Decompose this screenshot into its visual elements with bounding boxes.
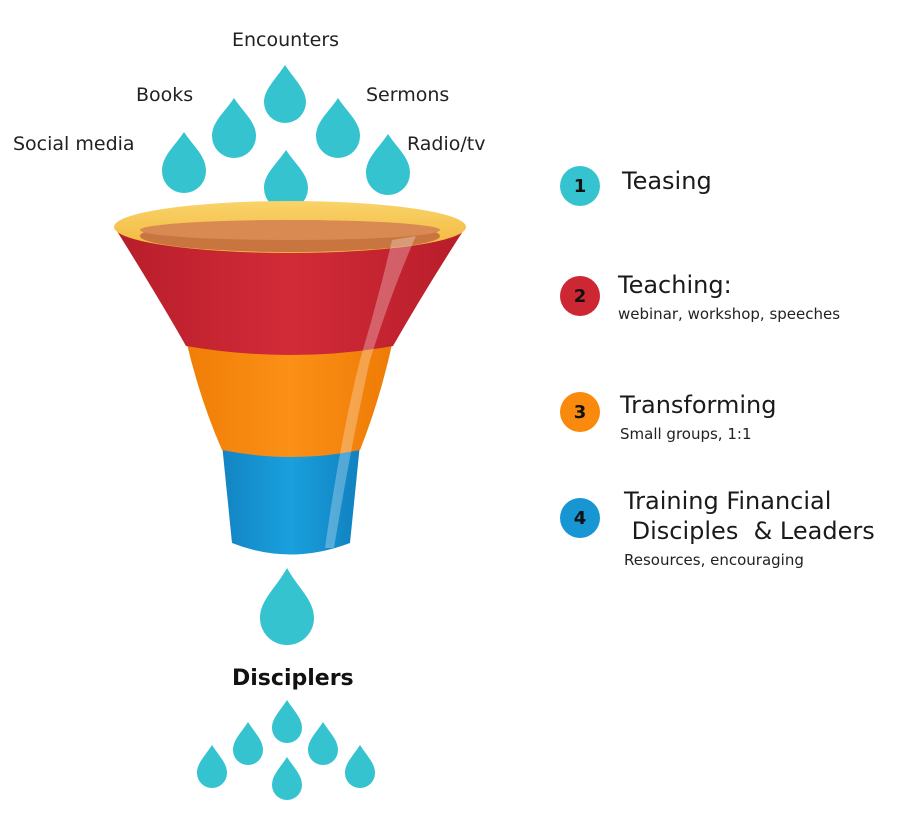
step-number-badge: 4	[560, 498, 600, 538]
source-label-books: Books	[136, 84, 194, 106]
output-label-disciplers: Disciplers	[232, 666, 354, 691]
step-4: 4 Training Financial Disciples & Leaders…	[560, 486, 875, 570]
drop-icon	[260, 568, 314, 645]
step-number-badge: 2	[560, 276, 600, 316]
funnel-blue-section	[222, 444, 360, 555]
funnel-orange-section	[186, 340, 393, 457]
step-subtitle: Resources, encouraging	[624, 551, 804, 569]
source-label-encounters: Encounters	[232, 29, 340, 51]
drop-icon	[272, 757, 302, 800]
drop-icon	[308, 722, 338, 765]
funnel-red-section	[115, 228, 465, 355]
step-number-badge: 1	[560, 166, 600, 206]
step-subtitle: webinar, workshop, speeches	[618, 305, 841, 323]
drop-icon	[162, 132, 206, 193]
drop-icon	[197, 745, 227, 788]
step-title-line-2: Disciples & Leaders	[624, 517, 875, 545]
drop-icon	[366, 134, 410, 195]
step-title: Transforming	[620, 391, 777, 419]
drop-icon	[233, 722, 263, 765]
step-3: 3 Transforming Small groups, 1:1	[560, 390, 777, 444]
drop-icon	[264, 65, 306, 123]
drop-icon	[316, 98, 360, 158]
step-subtitle: Small groups, 1:1	[620, 425, 752, 443]
source-label-sermons: Sermons	[366, 84, 450, 106]
source-label-social-media: Social media	[13, 133, 135, 155]
funnel-opening-shade	[140, 220, 440, 240]
drop-icon	[264, 150, 308, 210]
step-2: 2 Teaching: webinar, workshop, speeches	[560, 270, 840, 324]
step-1: 1 Teasing	[560, 166, 712, 206]
drop-icon	[345, 745, 375, 788]
step-number-badge: 3	[560, 392, 600, 432]
step-title: Teasing	[622, 167, 712, 195]
drop-icon	[212, 98, 256, 158]
step-title: Teaching:	[618, 271, 732, 299]
funnel-highlight	[325, 236, 416, 548]
drop-icon	[272, 700, 302, 743]
step-title: Training Financial	[624, 487, 832, 515]
source-label-radio-tv: Radio/tv	[407, 133, 486, 155]
